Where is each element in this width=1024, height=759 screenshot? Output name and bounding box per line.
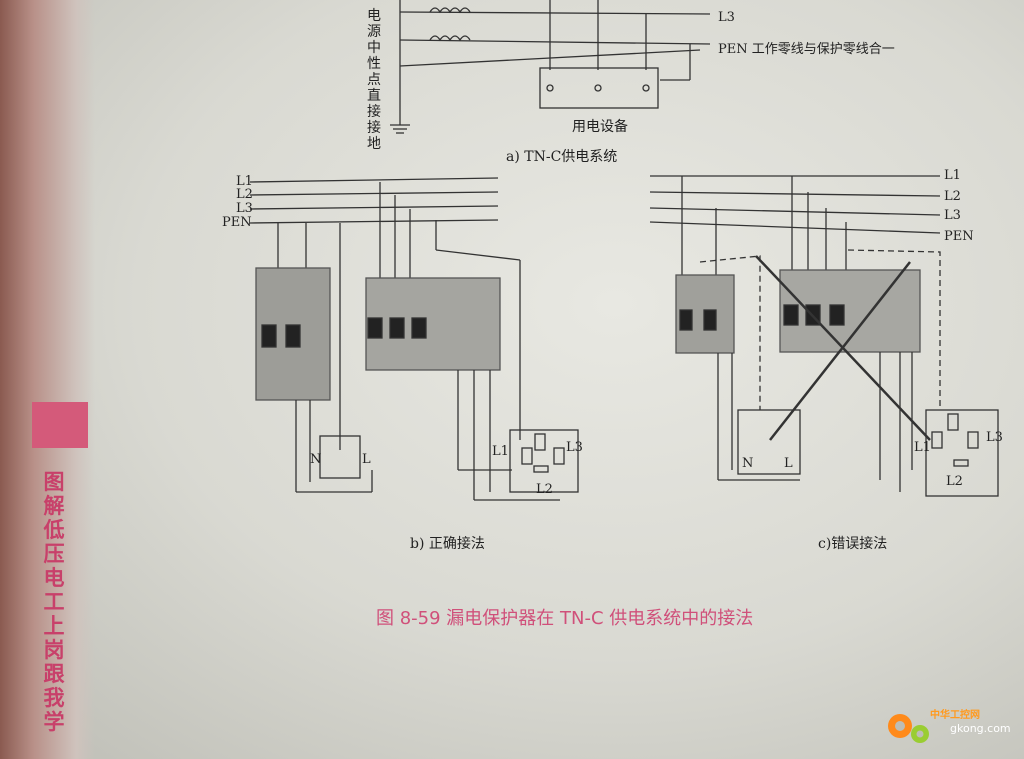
caption-a: a) TN-C供电系统: [506, 149, 618, 165]
b-socket-l2: L2: [536, 482, 553, 497]
line-l3-label: L3: [718, 10, 735, 25]
vertical-label-char: 接: [367, 104, 381, 120]
vertical-label-char: 点: [367, 72, 381, 88]
c-line-l3: L3: [944, 208, 961, 223]
side-title-char: 工: [43, 590, 65, 614]
book-spine: [0, 0, 95, 759]
side-title-char: 学: [43, 710, 65, 734]
c-socket-l3: L3: [986, 430, 1003, 445]
equipment-label: 用电设备: [572, 119, 628, 135]
vertical-label-char: 直: [367, 88, 381, 104]
vertical-label-char: 性: [367, 56, 381, 72]
side-title-char: 电: [43, 566, 65, 590]
side-title-char: 上: [43, 614, 65, 638]
c-socket-n: N: [742, 456, 754, 471]
line-pen-label: PEN 工作零线与保护零线合一: [718, 42, 895, 57]
b-line-pen: PEN: [222, 215, 252, 230]
side-title-char: 图: [43, 470, 65, 494]
side-title: 图解低压电工上岗跟我学: [40, 470, 68, 734]
b-line-l1: L1: [236, 174, 253, 189]
watermark-url: gkong.com: [950, 722, 1011, 735]
gear-icon: [888, 714, 929, 743]
vertical-label-char: 电: [367, 8, 381, 24]
side-title-char: 低: [43, 518, 65, 542]
side-title-char: 岗: [43, 638, 65, 662]
vertical-label-char: 地: [367, 136, 381, 152]
chapter-logo: [32, 402, 88, 448]
vertical-label-char: 中: [367, 40, 381, 56]
caption-c: c)错误接法: [818, 536, 888, 552]
c-socket-l1: L1: [914, 440, 931, 455]
c-line-l1: L1: [944, 168, 961, 183]
side-title-char: 解: [43, 494, 65, 518]
b-line-l3: L3: [236, 201, 253, 216]
c-socket-l: L: [784, 456, 793, 471]
b-socket-l3: L3: [566, 440, 583, 455]
c-socket-l2: L2: [946, 474, 963, 489]
side-title-char: 我: [43, 686, 65, 710]
b-line-l2: L2: [236, 187, 253, 202]
vertical-label: 电源中性点直接接地: [366, 8, 382, 152]
vertical-label-char: 接: [367, 120, 381, 136]
c-line-pen: PEN: [944, 229, 974, 244]
caption-b: b) 正确接法: [410, 536, 485, 552]
side-title-char: 压: [43, 542, 65, 566]
side-title-char: 跟: [43, 662, 65, 686]
vertical-label-char: 源: [367, 24, 381, 40]
b-socket-l: L: [362, 452, 371, 467]
b-socket-n: N: [310, 452, 322, 467]
watermark-text: 中华工控网: [930, 710, 980, 721]
c-line-l2: L2: [944, 189, 961, 204]
b-socket-l1: L1: [492, 444, 509, 459]
figure-caption: 图 8-59 漏电保护器在 TN-C 供电系统中的接法: [376, 608, 754, 629]
